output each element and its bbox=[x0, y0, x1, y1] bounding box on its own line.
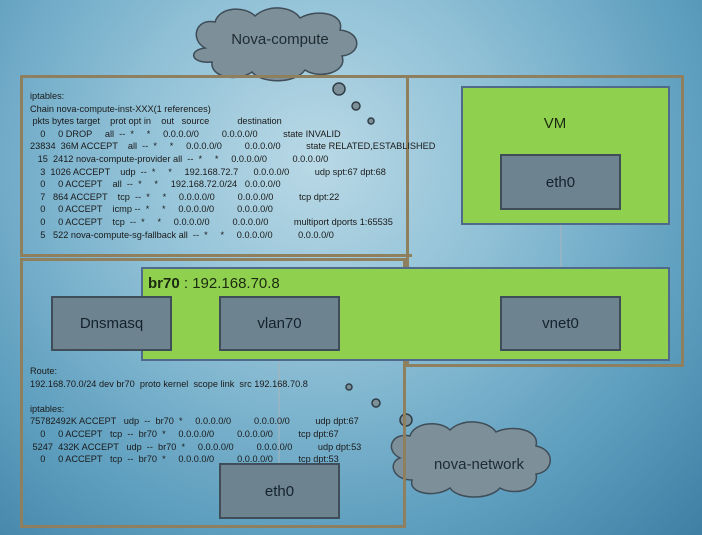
vm-eth0-box: eth0 bbox=[500, 154, 621, 210]
bridge-label: br70 : 192.168.70.8 bbox=[148, 275, 280, 292]
compute-iptables-line: 0 0 ACCEPT all -- * * 192.168.72.0/24 0.… bbox=[30, 179, 281, 190]
dnsmasq-box: Dnsmasq bbox=[51, 296, 172, 351]
compute-iptables-block: iptables: Chain nova-compute-inst-XXX(1 … bbox=[30, 90, 470, 241]
compute-iptables-line: 3 1026 ACCEPT udp -- * * 192.168.72.7 0.… bbox=[30, 166, 386, 177]
cloud-nova-network-shape bbox=[390, 421, 551, 498]
compute-iptables-line: 23834 36M ACCEPT all -- * * 0.0.0.0/0 0.… bbox=[30, 141, 436, 152]
vnet0-box: vnet0 bbox=[500, 296, 621, 351]
nova-network-label: nova-network bbox=[433, 456, 525, 473]
vm-eth0-label: eth0 bbox=[545, 173, 576, 191]
vlan70-box: vlan70 bbox=[219, 296, 340, 351]
network-eth0-box: eth0 bbox=[219, 463, 340, 519]
compute-host-frame-right bbox=[406, 75, 684, 367]
dnsmasq-label: Dnsmasq bbox=[79, 315, 144, 332]
compute-iptables-line: 0 0 DROP all -- * * 0.0.0.0/0 0.0.0.0/0 … bbox=[30, 128, 341, 139]
vnet0-label: vnet0 bbox=[542, 315, 579, 332]
vlan70-label: vlan70 bbox=[257, 315, 302, 332]
compute-iptables-line: Chain nova-compute-inst-XXX(1 references… bbox=[30, 103, 211, 114]
bridge-name: br70 bbox=[148, 275, 180, 292]
network-info-line: 5247 432K ACCEPT udp -- br70 * 0.0.0.0/0… bbox=[30, 441, 362, 452]
compute-iptables-line: iptables: bbox=[30, 91, 65, 101]
nova-compute-label: Nova-compute bbox=[231, 31, 329, 48]
compute-iptables-line: 7 864 ACCEPT tcp -- * * 0.0.0.0/0 0.0.0.… bbox=[30, 191, 340, 202]
network-host-frame bbox=[20, 258, 406, 528]
network-info-line: 0 0 ACCEPT tcp -- br70 * 0.0.0.0/0 0.0.0… bbox=[30, 428, 339, 439]
network-info-line: 192.168.70.0/24 dev br70 proto kernel sc… bbox=[30, 378, 308, 389]
compute-iptables-line: 5 522 nova-compute-sg-fallback all -- * … bbox=[30, 229, 334, 240]
compute-iptables-line: 15 2412 nova-compute-provider all -- * *… bbox=[30, 153, 329, 164]
network-info-line: Route: bbox=[30, 366, 58, 376]
vm-label: VM bbox=[543, 115, 567, 132]
network-info-line bbox=[30, 390, 390, 403]
bridge-address: : 192.168.70.8 bbox=[179, 275, 280, 292]
network-info-line: iptables: bbox=[30, 403, 65, 414]
compute-thought-bubbles bbox=[332, 82, 375, 125]
compute-host-frame-left bbox=[20, 75, 412, 257]
network-info-line: 75782492K ACCEPT udp -- br70 * 0.0.0.0/0… bbox=[30, 416, 359, 427]
compute-iptables-line: 0 0 ACCEPT tcp -- * * 0.0.0.0/0 0.0.0.0/… bbox=[30, 216, 393, 227]
compute-iptables-line: pkts bytes target prot opt in out source… bbox=[30, 116, 282, 127]
compute-iptables-line: 0 0 ACCEPT icmp -- * * 0.0.0.0/0 0.0.0.0… bbox=[30, 204, 273, 215]
network-route-iptables-block: Route: 192.168.70.0/24 dev br70 proto ke… bbox=[30, 365, 390, 466]
network-eth0-label: eth0 bbox=[264, 482, 295, 500]
network-info-line: 0 0 ACCEPT tcp -- br70 * 0.0.0.0/0 0.0.0… bbox=[30, 454, 339, 465]
